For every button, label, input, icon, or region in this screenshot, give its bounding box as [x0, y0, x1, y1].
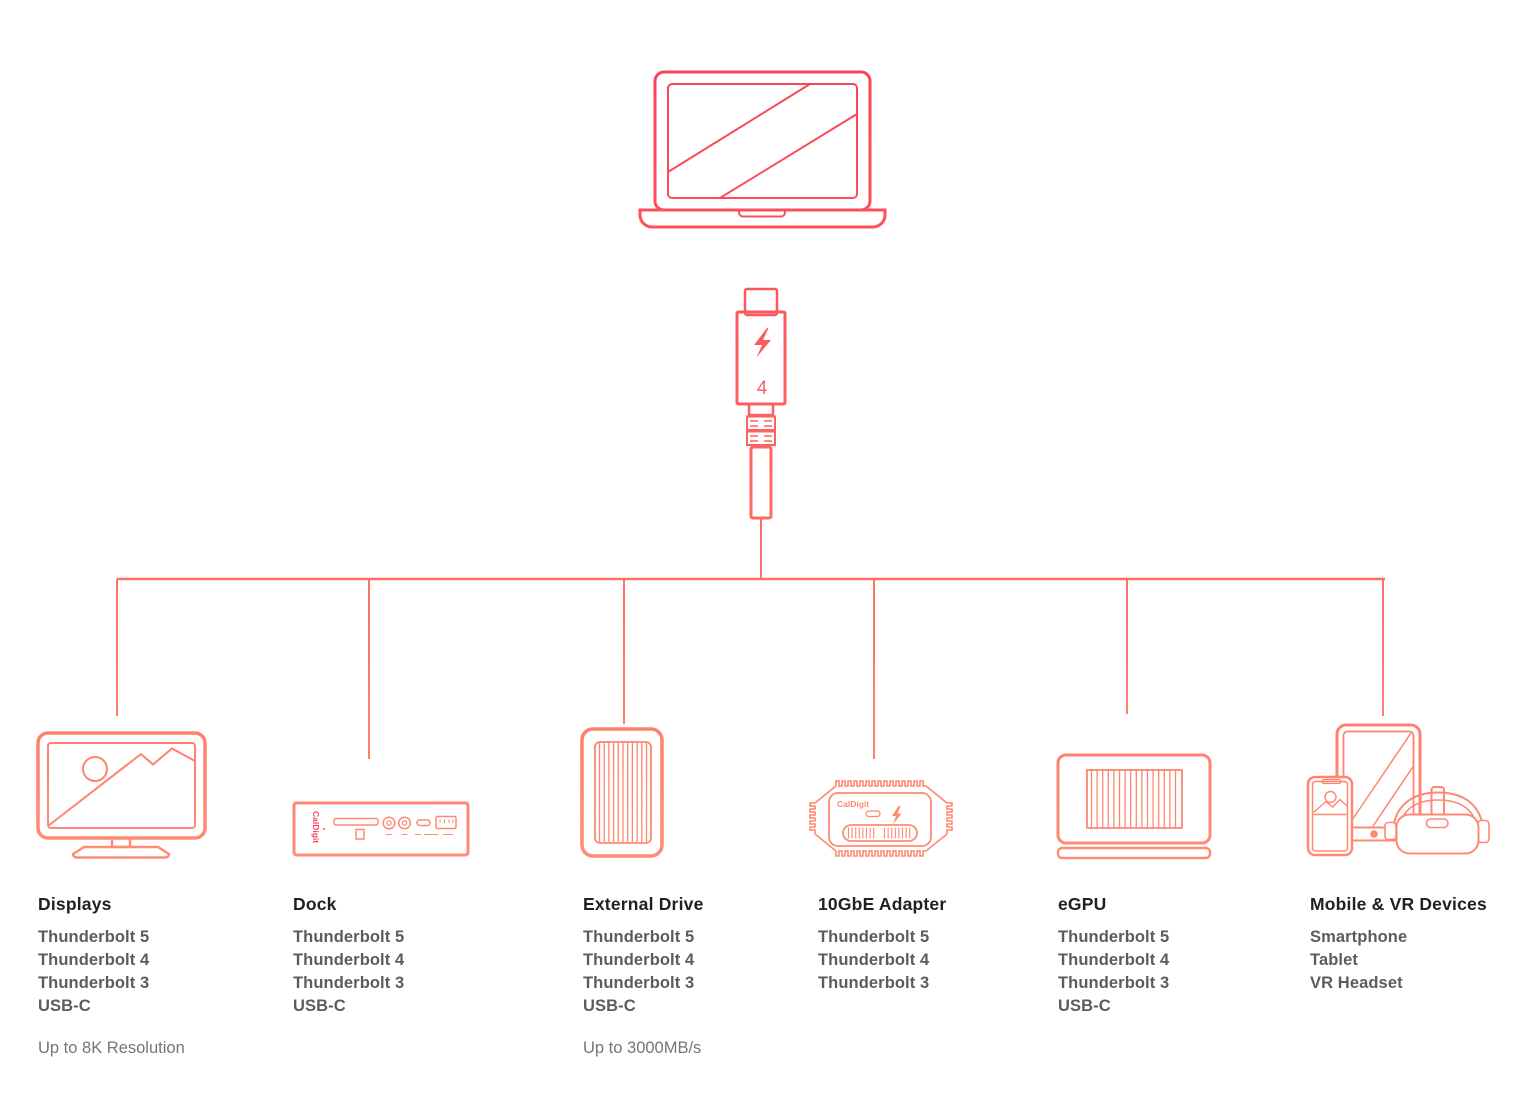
lightning-bolt-icon [892, 806, 902, 825]
laptop-icon [638, 70, 887, 229]
connection-item: Smartphone [1310, 928, 1408, 946]
ethernet-adapter-icon: CalDigit [809, 780, 953, 857]
connection-item: VR Headset [1310, 974, 1403, 992]
egpu-icon [1056, 753, 1212, 860]
lightning-bolt-icon [754, 328, 771, 358]
usb-c-port [865, 810, 881, 818]
device-column-mobile-vr: Mobile & VR Devices Smartphone Tablet VR… [1310, 894, 1487, 995]
sd-card-slot [333, 817, 379, 826]
device-column-egpu: eGPU Thunderbolt 5 Thunderbolt 4 Thunder… [1058, 894, 1169, 1018]
connection-item: Thunderbolt 3 [1058, 974, 1170, 992]
connection-item: Thunderbolt 3 [38, 974, 150, 992]
device-title: Displays [38, 894, 112, 914]
connection-item: Thunderbolt 4 [583, 951, 695, 969]
connection-item: Thunderbolt 3 [293, 974, 405, 992]
device-title: eGPU [1058, 894, 1107, 914]
connection-item: Tablet [1310, 951, 1358, 969]
device-note: Up to 8K Resolution [38, 1039, 185, 1057]
connection-item: Thunderbolt 5 [583, 928, 695, 946]
cable-version-label: 4 [757, 378, 768, 399]
connection-item: Thunderbolt 5 [293, 928, 405, 946]
device-title: Mobile & VR Devices [1310, 894, 1487, 914]
monitor-icon [36, 731, 207, 859]
device-title: External Drive [583, 894, 704, 914]
connection-tree [116, 577, 1385, 759]
connection-item: Thunderbolt 5 [1058, 928, 1170, 946]
device-column-external-drive: External Drive Thunderbolt 5 Thunderbolt… [583, 894, 704, 1058]
connection-item: USB-C [38, 997, 91, 1015]
connection-item: Thunderbolt 3 [583, 974, 695, 992]
connection-item: Thunderbolt 4 [293, 951, 405, 969]
connection-item: Thunderbolt 5 [38, 928, 150, 946]
connection-item: USB-C [293, 997, 346, 1015]
smartphone-icon [1306, 775, 1354, 857]
vr-headset-icon [1384, 786, 1490, 855]
connection-item: USB-C [583, 997, 636, 1015]
usb-c-port [416, 819, 431, 827]
connection-item: Thunderbolt 4 [1058, 951, 1170, 969]
connection-item: USB-C [1058, 997, 1111, 1015]
external-drive-icon [580, 727, 664, 858]
device-title: Dock [293, 894, 337, 914]
device-column-displays: Displays Thunderbolt 5 Thunderbolt 4 Thu… [38, 894, 185, 1058]
device-column-adapter: 10GbE Adapter Thunderbolt 5 Thunderbolt … [818, 894, 946, 995]
device-note: Up to 3000MB/s [583, 1039, 702, 1057]
thunderbolt4-cable-icon: 4 [735, 287, 787, 579]
audio-jack [397, 816, 412, 830]
dock-brand-label: CalDigit [311, 811, 321, 843]
audio-jack [382, 816, 396, 830]
connection-item: Thunderbolt 3 [818, 974, 930, 992]
device-column-dock: Dock Thunderbolt 5 Thunderbolt 4 Thunder… [293, 894, 404, 1018]
connection-item: Thunderbolt 4 [818, 951, 930, 969]
vent-grille [842, 824, 918, 842]
connection-item: Thunderbolt 4 [38, 951, 150, 969]
connection-item: Thunderbolt 5 [818, 928, 930, 946]
device-title: 10GbE Adapter [818, 894, 947, 914]
usb-a-port [435, 815, 457, 830]
mobile-vr-devices-icon [1306, 723, 1490, 857]
dock-icon: CalDigit [292, 801, 470, 857]
adapter-brand-label: CalDigit [837, 799, 869, 809]
